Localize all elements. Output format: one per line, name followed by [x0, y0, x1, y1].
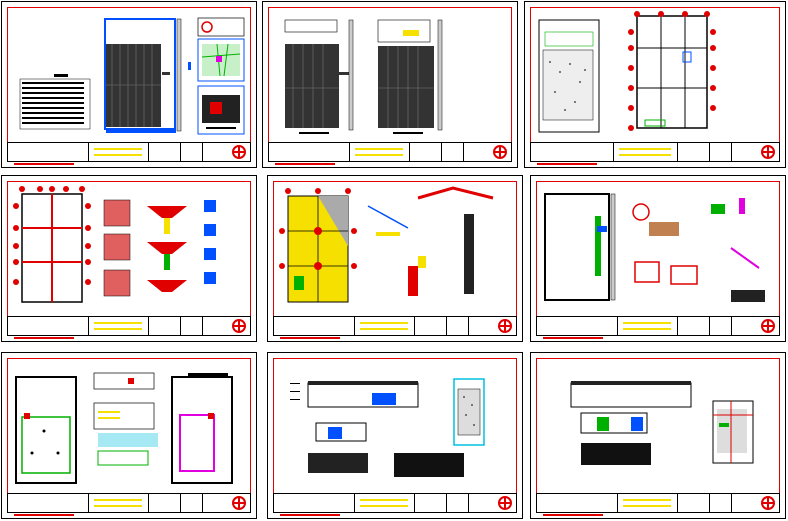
sheet-7-drawing	[15, 372, 233, 484]
installation-details	[632, 198, 765, 302]
title-block	[268, 142, 512, 165]
sheet-2-drawing	[284, 19, 443, 134]
sheet-6-drawing	[544, 193, 765, 302]
elevations	[570, 381, 692, 465]
electrical-plan-left	[15, 376, 77, 484]
section-detail	[712, 400, 754, 464]
company-logo-icon	[761, 496, 775, 510]
company-logo-icon	[232, 145, 246, 159]
company-logo-icon	[498, 496, 512, 510]
company-logo-icon	[493, 145, 507, 159]
elevations	[290, 381, 464, 477]
sheet-3-drawing	[538, 11, 716, 133]
company-logo-icon	[232, 496, 246, 510]
floor-plan-right	[377, 19, 443, 134]
drawing-sheet-8[interactable]	[267, 352, 523, 519]
column-grid-plan	[628, 11, 716, 131]
drawing-sheet-4[interactable]	[1, 175, 257, 342]
company-logo-icon	[761, 319, 775, 333]
title-block	[273, 493, 517, 516]
legend-table	[93, 372, 158, 466]
drawing-sheet-2[interactable]	[262, 1, 518, 168]
notes-list	[19, 74, 91, 130]
company-logo-icon	[232, 319, 246, 333]
sheet-4-drawing	[13, 186, 216, 303]
drawing-sheet-9[interactable]	[530, 352, 786, 519]
sheet-1-drawing	[19, 17, 245, 135]
title-block	[273, 316, 517, 339]
title-block	[7, 142, 251, 165]
location-maps	[197, 17, 245, 135]
electrical-plan-right	[171, 373, 233, 484]
title-block	[530, 142, 780, 165]
structural-grid-plan	[13, 186, 91, 303]
title-block	[536, 316, 780, 339]
installations-plan	[544, 193, 616, 301]
footing-details	[103, 199, 216, 297]
floor-plan-main	[104, 18, 191, 133]
floor-plan-left	[284, 19, 354, 134]
site-plan	[538, 19, 600, 133]
drawing-sheet-5[interactable]	[267, 175, 523, 342]
company-logo-icon	[761, 145, 775, 159]
drawing-sheet-3[interactable]	[524, 1, 786, 168]
drawing-sheet-6[interactable]	[530, 175, 786, 342]
roof-plan	[279, 188, 357, 303]
sheet-5-drawing	[279, 186, 494, 303]
sheet-8-drawing	[290, 378, 485, 477]
sheet-9-drawing	[570, 381, 754, 465]
title-block	[7, 493, 251, 516]
drawing-sheet-7[interactable]	[1, 352, 257, 519]
title-block	[7, 316, 251, 339]
drawing-sheet-1[interactable]	[1, 1, 257, 168]
roof-details	[367, 186, 494, 296]
company-logo-icon	[498, 319, 512, 333]
title-block	[536, 493, 780, 516]
section-detail	[453, 378, 485, 446]
